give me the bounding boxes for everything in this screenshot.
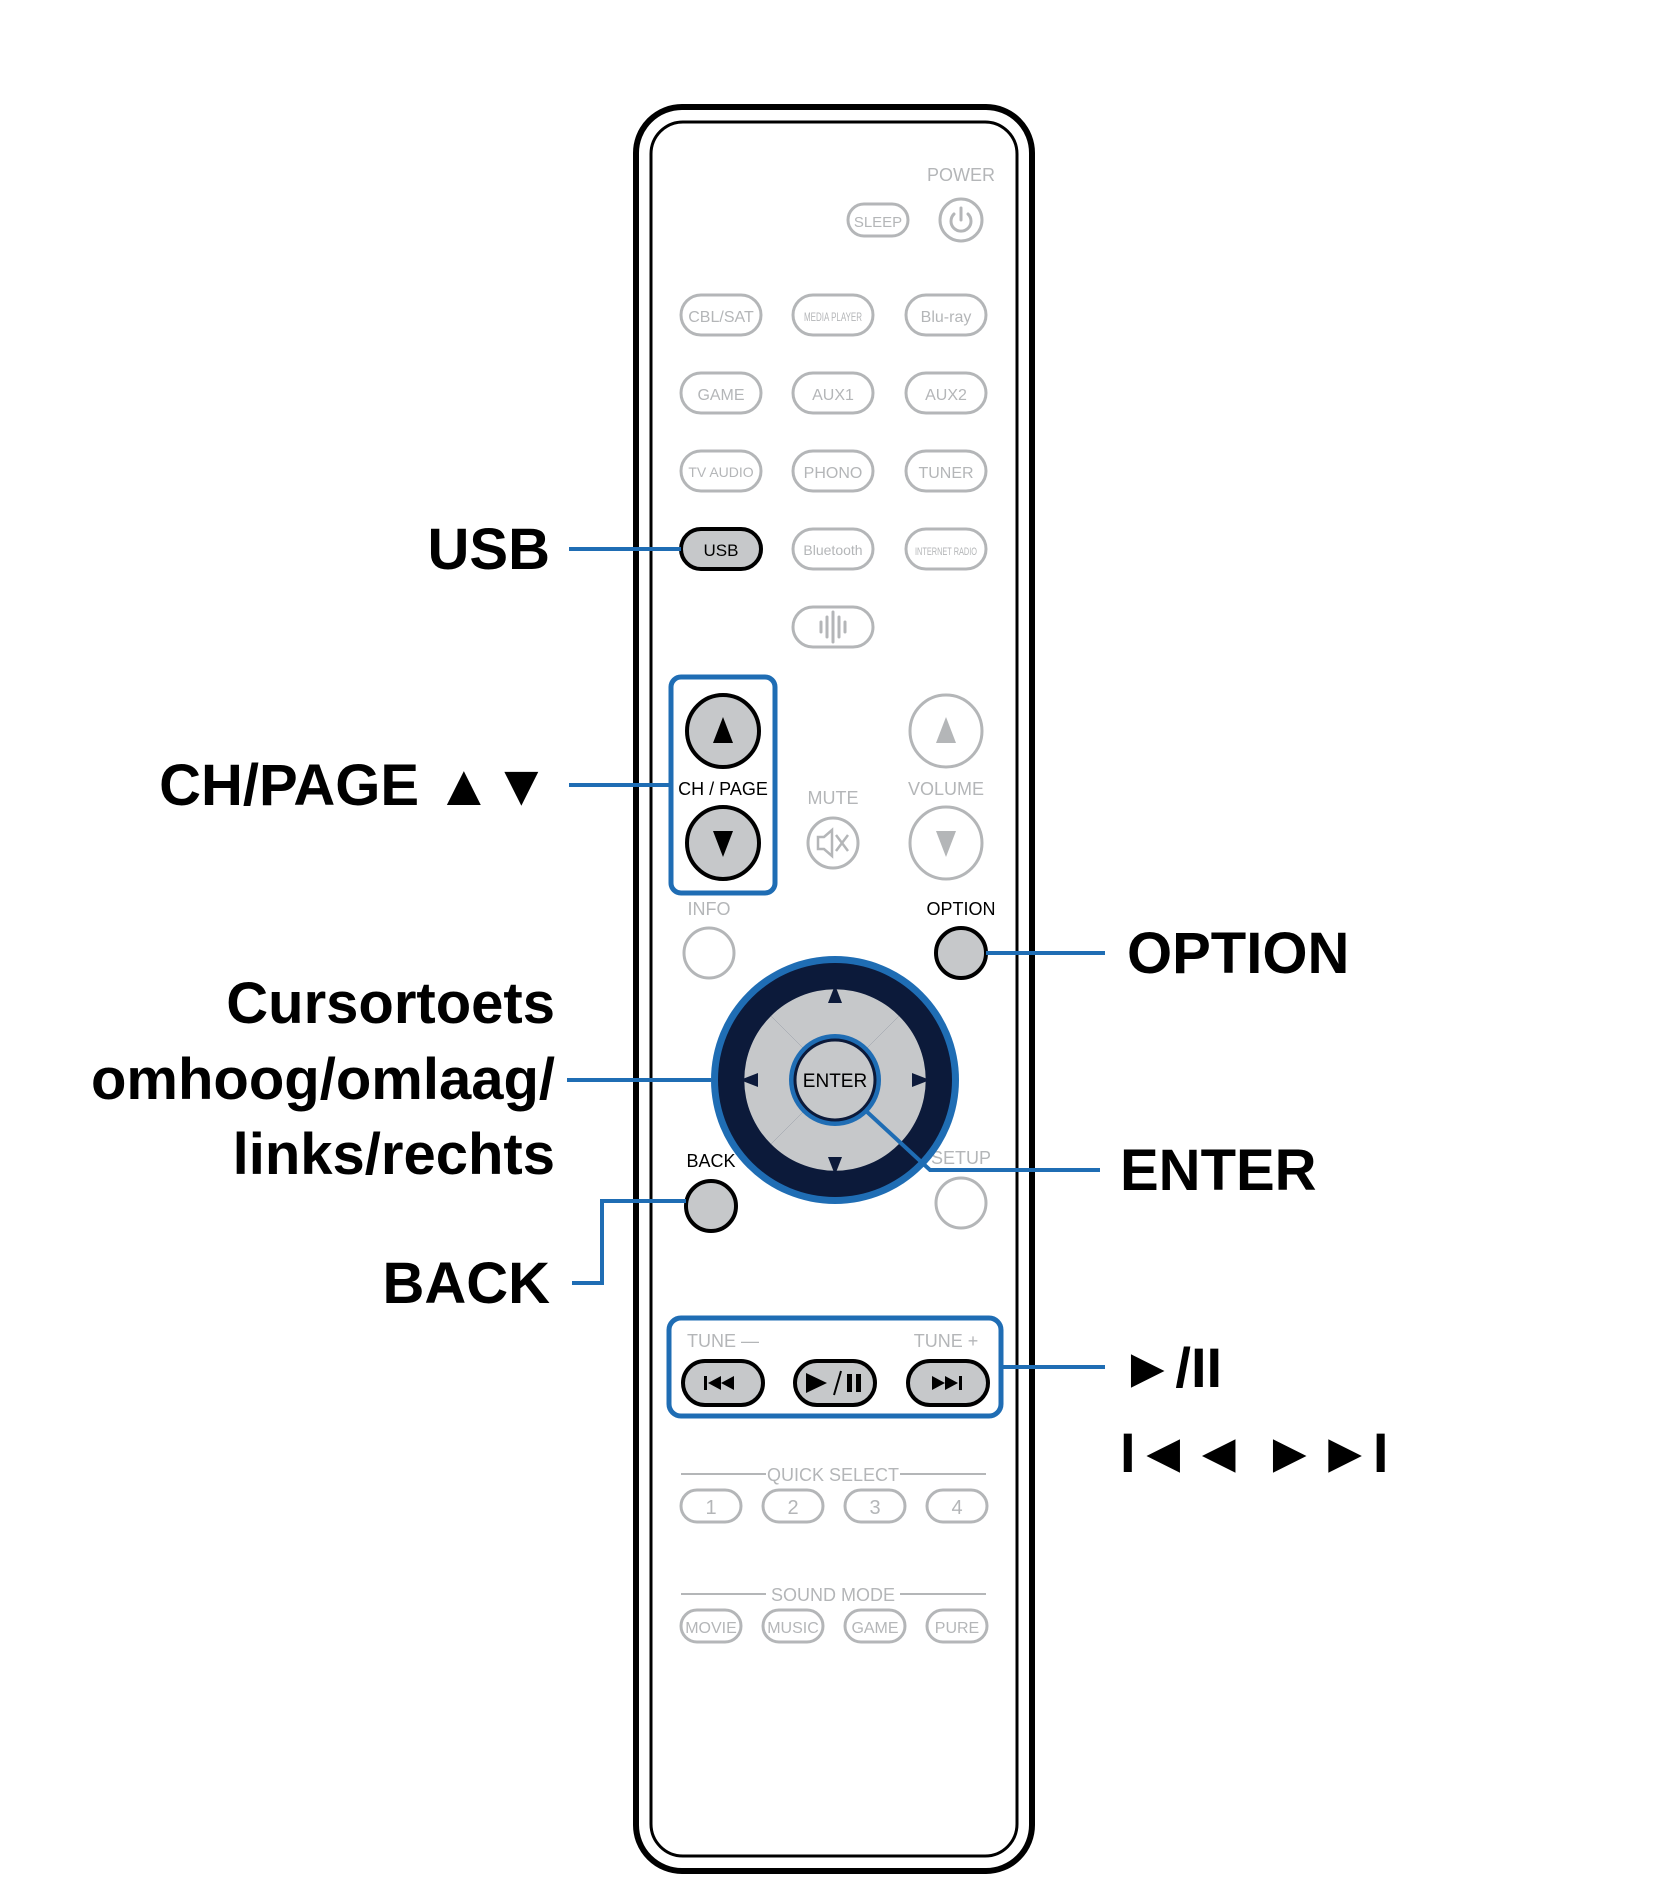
game-source-button[interactable] — [679, 371, 763, 415]
tuner-button[interactable] — [904, 449, 988, 493]
sound-mode-movie-button[interactable] — [679, 1608, 743, 1644]
info-button[interactable] — [682, 926, 736, 980]
cursor-right-arrow-icon — [912, 1073, 930, 1087]
sound-mode-pure-label: PURE — [935, 1620, 979, 1637]
quick-select-label: QUICK SELECT — [767, 1465, 899, 1485]
bluetooth-button[interactable] — [791, 527, 875, 571]
callout-option: OPTION — [1127, 921, 1350, 986]
sound-mode-music-label: MUSIC — [767, 1620, 819, 1637]
bluetooth-label: Bluetooth — [803, 542, 862, 558]
cbl-sat-label: CBL/SAT — [688, 309, 754, 326]
cbl-sat-button[interactable] — [679, 293, 763, 337]
cursor-down-arrow-icon — [828, 1157, 842, 1175]
quick-select-4-label: 4 — [951, 1497, 962, 1519]
info-label: INFO — [688, 899, 731, 919]
aux1-label: AUX1 — [812, 387, 854, 404]
sound-mode-pure-button[interactable] — [925, 1608, 989, 1644]
ch-page-label: CH / PAGE — [678, 779, 768, 799]
phono-label: PHONO — [804, 465, 863, 482]
source-buttons: CBL/SAT MEDIA PLAYER Blu-ray GAME AUX1 A… — [679, 293, 988, 649]
cursor-up-button[interactable] — [771, 989, 899, 1049]
back-button[interactable] — [684, 1179, 738, 1233]
sleep-button[interactable] — [846, 202, 910, 238]
callout-cursor-line1: Cursortoets — [226, 971, 555, 1036]
callout-enter: ENTER — [1120, 1138, 1317, 1203]
power-icon — [949, 206, 973, 233]
blu-ray-button[interactable] — [904, 293, 988, 337]
callout-cursor-line3: links/rechts — [232, 1122, 555, 1187]
sleep-label: SLEEP — [854, 214, 902, 231]
ch-page-down-arrow-icon — [713, 831, 733, 857]
play-pause-icon — [806, 1370, 861, 1396]
internet-radio-label: INTERNET RADIO — [915, 546, 977, 558]
tv-audio-label: TV AUDIO — [688, 464, 753, 480]
phono-button[interactable] — [791, 449, 875, 493]
usb-button-label: USB — [704, 541, 739, 560]
media-player-button[interactable] — [791, 293, 875, 337]
mute-label: MUTE — [808, 788, 859, 808]
sound-mode-game-label: GAME — [851, 1620, 898, 1637]
cursor-up-arrow-icon — [828, 985, 842, 1003]
mute-speaker-icon — [816, 827, 849, 859]
back-leader-line — [572, 1199, 686, 1285]
play-pause-button[interactable] — [793, 1359, 877, 1407]
option-button[interactable] — [934, 926, 988, 980]
aux2-label: AUX2 — [925, 387, 967, 404]
ch-page-up-arrow-icon — [713, 717, 733, 743]
skip-forward-icon — [932, 1376, 962, 1390]
aux2-button[interactable] — [904, 371, 988, 415]
cursor-right-button[interactable] — [866, 1016, 926, 1144]
setup-button[interactable] — [934, 1176, 988, 1230]
setup-label: SETUP — [931, 1148, 991, 1168]
blu-ray-label: Blu-ray — [921, 309, 972, 326]
quick-select-4-button[interactable] — [925, 1488, 989, 1524]
volume-down-arrow-icon — [936, 831, 956, 857]
tune-plus-label: TUNE + — [914, 1331, 979, 1351]
power-label: POWER — [927, 165, 995, 185]
sound-mode-movie-label: MOVIE — [685, 1620, 737, 1637]
callout-play-pause: ►/II — [1120, 1336, 1223, 1399]
game-source-label: GAME — [697, 387, 744, 404]
enter-leader-line — [863, 1108, 1100, 1172]
quick-select-2-button[interactable] — [761, 1488, 825, 1524]
volume-up-arrow-icon — [936, 717, 956, 743]
tv-audio-button[interactable] — [679, 449, 763, 493]
quick-select-3-button[interactable] — [843, 1488, 907, 1524]
voice-wave-icon — [819, 610, 847, 644]
skip-back-icon — [704, 1376, 734, 1390]
enter-button[interactable] — [793, 1038, 877, 1122]
media-player-label: MEDIA PLAYER — [804, 310, 862, 324]
sound-mode-game-button[interactable] — [843, 1608, 907, 1644]
internet-radio-button[interactable] — [904, 527, 988, 571]
back-label: BACK — [686, 1151, 735, 1171]
volume-label: VOLUME — [908, 779, 984, 799]
cursor-left-button[interactable] — [744, 1016, 804, 1144]
cursor-pad: ENTER — [711, 956, 959, 1204]
cursor-left-arrow-icon — [740, 1073, 758, 1087]
tune-minus-label: TUNE — — [687, 1331, 759, 1351]
callout-ch-page: CH/PAGE ▲▼ — [159, 753, 550, 818]
callout-back: BACK — [382, 1251, 550, 1316]
enter-button-label: ENTER — [803, 1071, 867, 1092]
cursor-down-button[interactable] — [771, 1111, 899, 1171]
quick-select-2-label: 2 — [787, 1497, 798, 1519]
quick-select-1-label: 1 — [705, 1497, 716, 1519]
quick-select-1-button[interactable] — [679, 1488, 743, 1524]
callout-usb: USB — [427, 517, 550, 582]
sound-mode-music-button[interactable] — [761, 1608, 825, 1644]
aux1-button[interactable] — [791, 371, 875, 415]
callout-skip: I◄◄ ►►I — [1120, 1421, 1389, 1484]
callout-cursor-line2: omhoog/omlaag/ — [91, 1047, 555, 1112]
quick-select-3-label: 3 — [869, 1497, 880, 1519]
sound-mode-label: SOUND MODE — [771, 1585, 895, 1605]
callout-leaders — [567, 547, 1105, 1369]
option-label: OPTION — [926, 899, 995, 919]
tuner-label: TUNER — [918, 465, 973, 482]
